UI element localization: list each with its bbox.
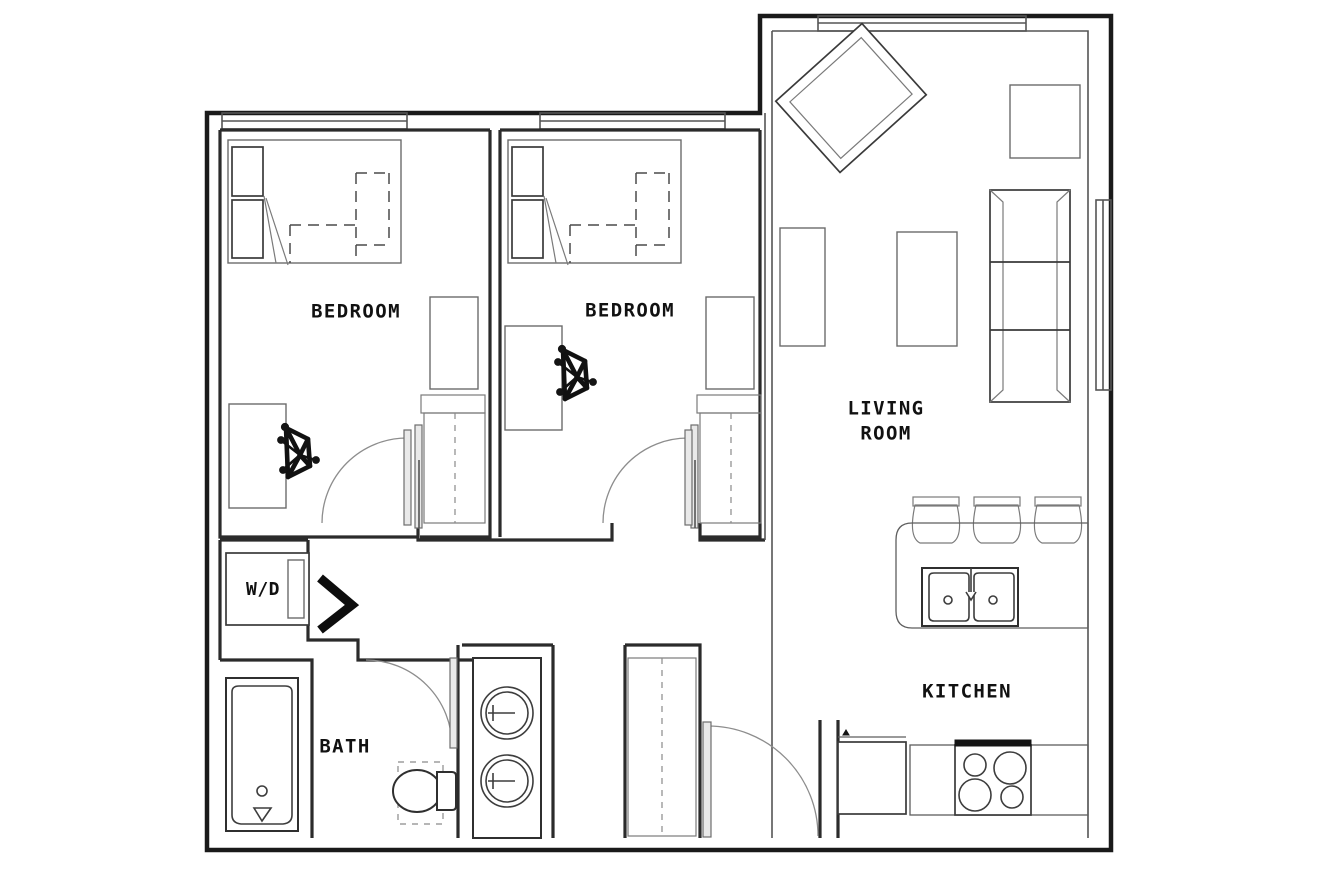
living-room-furniture	[774, 22, 1081, 403]
label-bedroom-left: BEDROOM	[311, 301, 401, 323]
desk-chair-left	[277, 422, 320, 480]
label-living-room-line2: ROOM	[860, 423, 911, 445]
window-bedroom-left	[221, 112, 408, 130]
coffee-table-right	[896, 231, 958, 347]
vanity-counter	[472, 657, 542, 839]
bedroom-left-furniture	[227, 139, 486, 529]
hall-closet	[627, 657, 697, 837]
bar-stool-2	[972, 496, 1022, 544]
armchair-angled	[774, 22, 928, 174]
label-bedroom-right: BEDROOM	[585, 300, 675, 322]
door-bath	[365, 657, 458, 749]
bed-right	[507, 139, 682, 266]
window-living-right	[1095, 199, 1112, 391]
desk-right	[504, 325, 563, 431]
sofa-living	[989, 189, 1071, 403]
label-bath: BATH	[319, 736, 370, 758]
desk-left	[228, 403, 287, 509]
door-bedroom-right	[602, 429, 693, 526]
entry-arrow-mark	[317, 574, 360, 634]
bathtub	[225, 677, 299, 832]
bedroom-right-furniture	[504, 139, 762, 529]
door-bedroom-left	[321, 429, 412, 526]
kitchen-peninsula	[895, 522, 1089, 629]
kitchen-double-sink	[921, 567, 1019, 627]
closet-right	[690, 394, 762, 529]
toilet	[392, 761, 457, 825]
side-table-living	[1009, 84, 1081, 159]
label-kitchen: KITCHEN	[922, 681, 1012, 703]
range-cooktop	[954, 739, 1032, 816]
bar-stool-3	[1033, 496, 1083, 544]
label-living-room-line1: LIVING	[847, 398, 924, 420]
bath-fixtures	[225, 657, 542, 839]
nightstand-right	[705, 296, 755, 390]
exterior-walls	[204, 13, 1114, 853]
kitchen-lower-run	[837, 729, 1089, 816]
entry-door	[702, 721, 819, 838]
washer-dryer-label: W/D	[246, 579, 280, 600]
vanity-sink-bottom	[480, 754, 534, 808]
nightstand-left	[429, 296, 479, 390]
room-labels: BEDROOM BEDROOM LIVING ROOM KITCHEN BATH	[311, 300, 1012, 758]
coffee-table-left	[779, 227, 826, 347]
refrigerator	[837, 741, 907, 815]
vanity-sink-top	[480, 686, 534, 740]
bed-left	[227, 139, 402, 266]
bar-stool-1	[911, 496, 961, 544]
window-bedroom-right	[539, 112, 726, 130]
closet-left	[414, 394, 486, 529]
laundry-washer-dryer: W/D	[225, 552, 310, 626]
interior-walls	[218, 128, 840, 838]
desk-chair-right	[554, 344, 597, 402]
kitchen-fixtures	[837, 496, 1089, 816]
